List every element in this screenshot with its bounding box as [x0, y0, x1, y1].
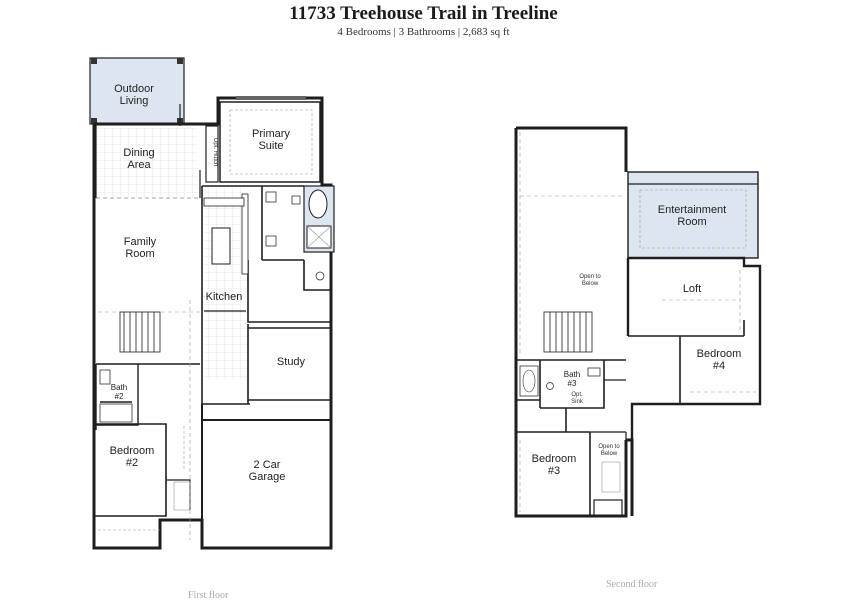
label-outdoor-2: Living: [120, 95, 149, 107]
label-outdoor-1: Outdoor: [114, 83, 154, 95]
entertainment-room-highlight: [627, 171, 759, 259]
label-bedroom4-2: #4: [713, 360, 725, 372]
first-floor-labels: Outdoor Living Dining Area Primary Suite…: [110, 83, 306, 483]
label-opt-sink-2: Sink: [571, 399, 584, 405]
label-family-2: Room: [125, 248, 154, 260]
first-floor-plan: [89, 57, 335, 550]
label-bedroom2-2: #2: [126, 457, 138, 469]
label-otb-large-1: Open to: [579, 274, 601, 280]
label-bath3-2: #3: [568, 379, 577, 388]
label-otb-small-2: Below: [601, 451, 618, 457]
label-bedroom3-2: #3: [548, 465, 560, 477]
label-otb-large-2: Below: [582, 281, 599, 287]
first-floor-caption: First floor: [188, 590, 229, 601]
kitchen-tile-floor: [202, 188, 248, 378]
first-floor-stairs: [119, 311, 161, 353]
dining-tile-floor: [96, 128, 198, 198]
label-opt-hutch: Opt. Hutch: [212, 138, 218, 167]
plan-subtitle: 4 Bedrooms | 3 Bathrooms | 2,683 sq ft: [337, 26, 510, 38]
label-dining-2: Area: [127, 159, 151, 171]
label-primary-1: Primary: [252, 128, 290, 140]
second-floor-stairs: [543, 311, 593, 353]
label-bedroom3-1: Bedroom: [532, 453, 577, 465]
label-garage-1: 2 Car: [254, 459, 281, 471]
label-otb-small-1: Open to: [598, 444, 620, 450]
outdoor-living-area: [89, 57, 185, 125]
label-bedroom4-1: Bedroom: [697, 348, 742, 360]
label-study: Study: [277, 356, 306, 368]
label-dining-1: Dining: [123, 147, 154, 159]
second-floor-plan: [514, 126, 762, 518]
second-floor-labels: Open to Below Entertainment Room Loft Be…: [532, 204, 742, 477]
label-entertainment-2: Room: [677, 216, 706, 228]
kitchen-island: [211, 227, 231, 265]
label-loft: Loft: [683, 283, 701, 295]
label-garage-2: Garage: [249, 471, 286, 483]
label-bath2-2: #2: [115, 392, 124, 401]
label-kitchen: Kitchen: [206, 291, 243, 303]
label-opt-sink-1: Opt.: [571, 392, 583, 398]
label-family-1: Family: [124, 236, 157, 248]
label-primary-2: Suite: [258, 140, 283, 152]
label-bath2-1: Bath: [111, 383, 127, 392]
label-bedroom2-1: Bedroom: [110, 445, 155, 457]
label-bath3-1: Bath: [564, 370, 580, 379]
primary-suite-outline: [219, 101, 321, 183]
second-floor-caption: Second floor: [606, 579, 658, 590]
plan-title: 11733 Treehouse Trail in Treeline: [289, 3, 558, 24]
label-entertainment-1: Entertainment: [658, 204, 726, 216]
